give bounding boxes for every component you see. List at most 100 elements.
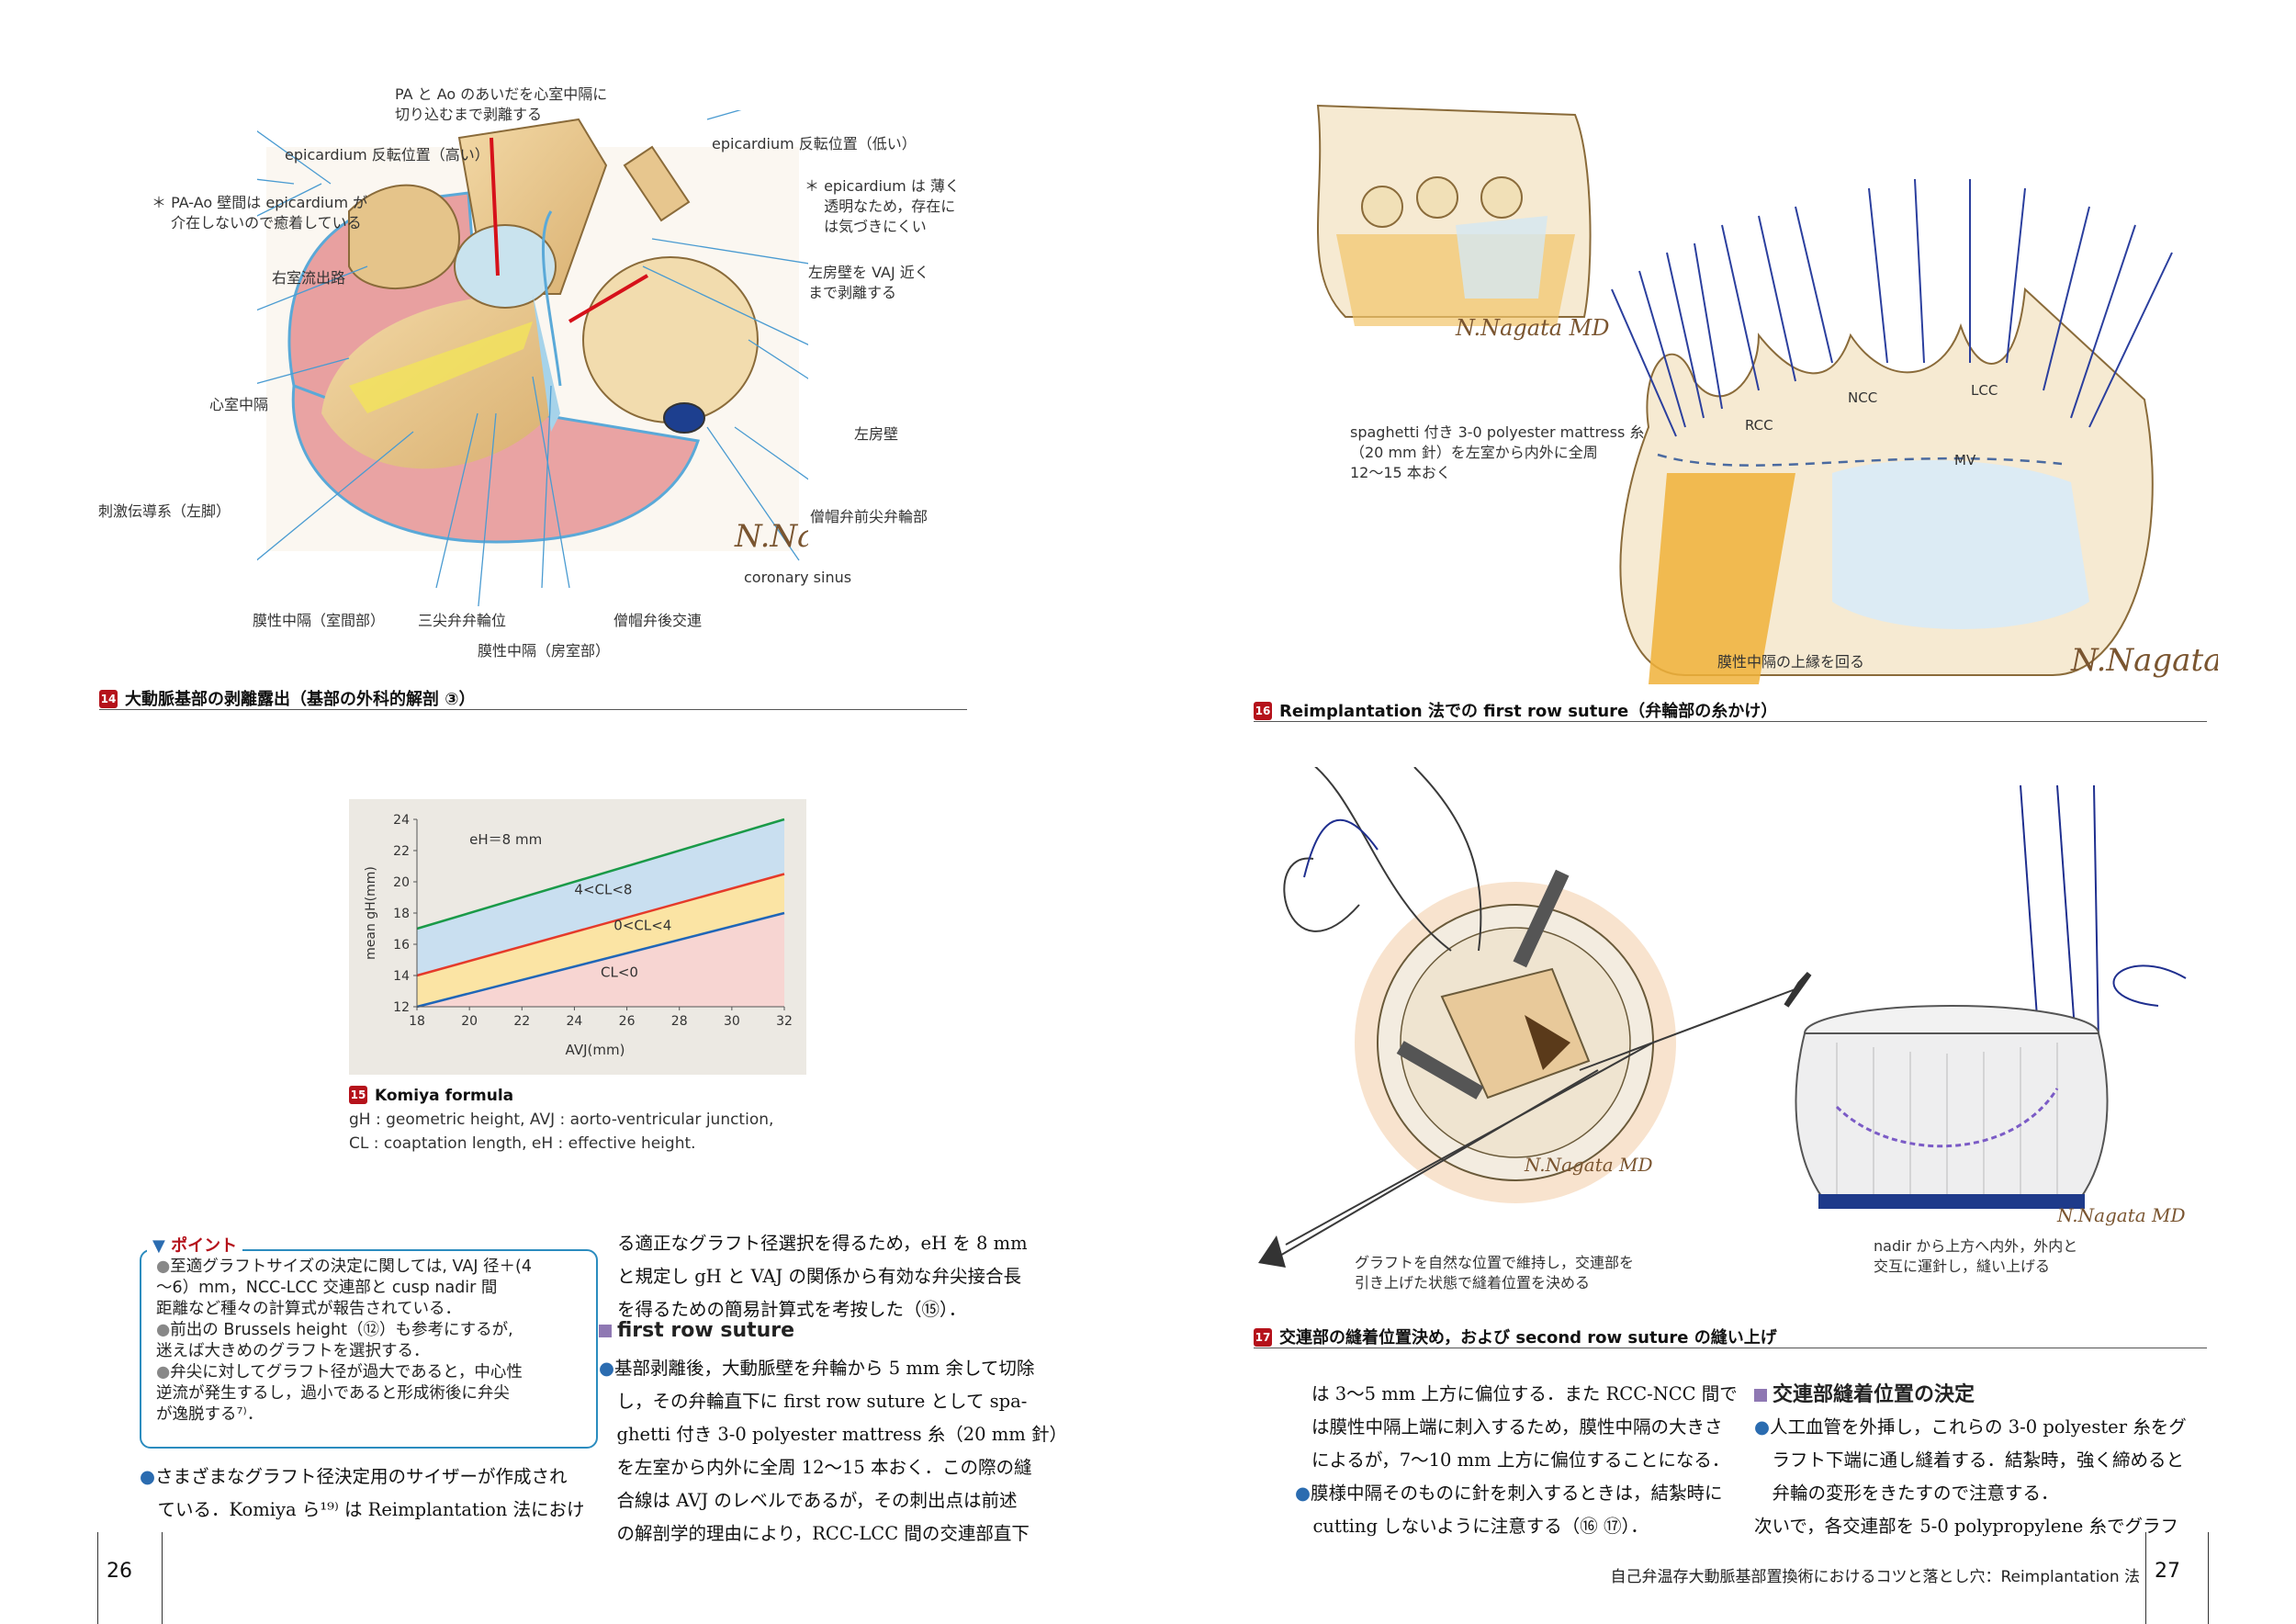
chart-series-line-2 [416, 911, 785, 1009]
label-pa-ao: PA と Ao のあいだを心室中隔に 切り込むまで剥離する [395, 85, 608, 123]
point-item-text: 至適グラフトサイズの決定に関しては, VAJ 径＋(4 〜6）mm，NCC-LC… [156, 1257, 533, 1318]
chart-x-tick-label: 30 [724, 1014, 740, 1029]
label-membranous-interventricular: 膜性中隔（室間部） [253, 612, 386, 629]
chart-y-tick-label: 12 [393, 1000, 410, 1015]
body-col3-bullet: ●膜様中隔そのものに針を刺入するときは，結紮時に cutting しないように注… [1295, 1483, 1723, 1537]
chart-y-tick-label: 20 [393, 875, 410, 890]
label-la-wall-vaj: 左房壁を VAJ 近く まで剥離する [808, 264, 929, 301]
body-col2-top: る適正なグラフト径選択を得るため，eH を 8 mm と規定し gH と VAJ… [617, 1233, 1028, 1320]
figure-14-caption: 14 大動脈基部の剥離露出（基部の外科的解剖 ③） [99, 686, 476, 710]
figure-16-signature-small: N.Nagata MD [1455, 315, 1609, 341]
label-mv: MV [1954, 452, 1976, 468]
label-rvot: 右室流出路 [272, 269, 346, 287]
point-triangle-icon: ▼ [152, 1236, 165, 1256]
chart-x-axis-label: AVJ(mm) [566, 1042, 625, 1058]
chart-annotation-cl-lt-0: CL<0 [601, 964, 638, 981]
label-rcc: RCC [1745, 417, 1773, 434]
chart-y-tick-label: 16 [393, 938, 410, 953]
label-epicardium-thin: ＊ epicardium は 薄く 透明なため，存在に は気づきにくい [805, 177, 960, 235]
heading-first-row-text: first row suture [617, 1319, 795, 1342]
heading-commissure-text: 交連部縫着位置の決定 [1773, 1383, 1975, 1406]
label-tricuspid-annulus: 三尖弁弁輪位 [418, 612, 507, 629]
label-pa-ao-wall: ＊ PA-Ao 壁間は epicardium が 介在しないので癒着している [152, 194, 368, 231]
label-epicardium-low: epicardium 反転位置（低い） [712, 135, 917, 152]
body-col3-bullet-text: 膜様中隔そのものに針を刺入するときは，結紮時に cutting しないように注意… [1311, 1483, 1723, 1537]
label-lcc: LCC [1971, 382, 1998, 399]
figure-16-caption-text: Reimplantation 法での first row suture（弁輪部の… [1279, 702, 1778, 721]
label-ivs: 心室中隔 [209, 396, 269, 413]
point-item: ●前出の Brussels height（⑫）も参考にするが, 迷えば大きめのグ… [156, 1321, 513, 1360]
figure-17-signature-left: N.Nagata MD [1524, 1154, 1653, 1176]
point-item-text: 前出の Brussels height（⑫）も参考にするが, 迷えば大きめのグラ… [156, 1321, 513, 1360]
figure-15-number: 15 [349, 1086, 367, 1104]
heading-commissure-position: 交連部縫着位置の決定 [1754, 1378, 1975, 1407]
figure-16-root-illustration: N.Nagata MD N.Nagata MD [1316, 104, 2218, 684]
point-item: ●至適グラフトサイズの決定に関しては, VAJ 径＋(4 〜6）mm，NCC-L… [156, 1257, 533, 1318]
chart-x-tick-label: 22 [513, 1014, 530, 1029]
chart-y-tick-label: 24 [393, 813, 410, 828]
body-col2: ●基部剥離後，大動脈壁を弁輪から 5 mm 余して切除 し，その弁輪直下に fi… [599, 1358, 1067, 1544]
label-epicardium-high: epicardium 反転位置（高い） [285, 146, 490, 164]
point-box-title: ▼ ポイント [147, 1233, 243, 1257]
chart-annotation-cl-0-4: 0<CL<4 [613, 918, 671, 934]
label-nadir-suture: nadir から上方へ内外，外内と 交互に運針し，縫い上げる [1874, 1237, 2078, 1275]
running-title: 自己弁温存大動脈基部置換術におけるコツと落とし穴：Reimplantation … [1610, 1568, 2140, 1586]
body-col2-text: 基部剥離後，大動脈壁を弁輪から 5 mm 余して切除 し，その弁輪直下に fir… [614, 1358, 1067, 1544]
body-col1-text: さまざまなグラフト径決定用のサイザーが作成され ている．Komiya ら¹⁹⁾ … [155, 1466, 585, 1520]
point-list: ●至適グラフトサイズの決定に関しては, VAJ 径＋(4 〜6）mm，NCC-L… [156, 1257, 588, 1426]
body-col1: ●さまざまなグラフト径決定用のサイザーが作成され ている．Komiya ら¹⁹⁾… [140, 1466, 585, 1520]
chart-x-tick-label: 18 [409, 1014, 425, 1029]
figure-15-caption: 15 Komiya formula [349, 1086, 513, 1105]
chart-y-tick-label: 14 [393, 969, 410, 984]
footer-rule-left-outer [97, 1532, 98, 1624]
label-coronary-sinus: coronary sinus [744, 569, 852, 586]
figure-14-heart-illustration: N.Nagata MD [257, 110, 808, 606]
figure-17-number: 17 [1254, 1328, 1272, 1347]
body-col3: は 3〜5 mm 上方に偏位する．また RCC-NCC 間で は膜性中隔上端に刺… [1311, 1383, 1738, 1471]
label-graft-natural-position: グラフトを自然な位置で維持し，交連部を 引き上げた状態で縫着位置を決める [1355, 1254, 1635, 1291]
chart-x-tick-label: 24 [567, 1014, 583, 1029]
figure-14-number: 14 [99, 690, 118, 708]
point-box [140, 1249, 598, 1449]
chart-y-axis-label: mean gH(mm) [364, 866, 378, 960]
figure-17-caption: 17 交連部の縫着位置決め，および second row suture の縫い上げ [1254, 1325, 1777, 1348]
figure-16-caption: 16 Reimplantation 法での first row suture（弁輪… [1254, 698, 1777, 722]
body-col4-text: 人工血管を外挿し，これらの 3-0 polyester 糸をグ ラフト下端に通し… [1754, 1416, 2187, 1537]
chart-x-tick-label: 20 [461, 1014, 478, 1029]
footer-rule-right-inner [2145, 1532, 2146, 1624]
label-ncc: NCC [1848, 389, 1878, 406]
heading-first-row-suture: first row suture [599, 1319, 794, 1342]
chart-annotation-eh: eH＝8 mm [469, 831, 542, 848]
figure-14-caption-text: 大動脈基部の剥離露出（基部の外科的解剖 ③） [125, 690, 476, 709]
point-item: ●弁尖に対してグラフト径が過大であると，中心性 逆流が発生するし，過小であると形… [156, 1363, 523, 1424]
chart-y-tick-label: 18 [393, 907, 410, 921]
label-conduction-system: 刺激伝導系（左脚） [98, 502, 231, 520]
footer-rule-right-outer [2208, 1532, 2209, 1624]
point-item-text: 弁尖に対してグラフト径が過大であると，中心性 逆流が発生するし，過小であると形成… [156, 1363, 523, 1424]
figure-17-commissure-illustration: N.Nagata MD N.Nagata MD [1258, 767, 2187, 1268]
chart-x-tick-label: 26 [619, 1014, 636, 1029]
figure-16-caption-rule [1254, 721, 2207, 722]
chart-series-line-1 [416, 873, 785, 977]
body-col4: ●人工血管を外挿し，これらの 3-0 polyester 糸をグ ラフト下端に通… [1754, 1416, 2187, 1537]
footer-rule-left-inner [162, 1532, 163, 1624]
chart-band-0 [417, 819, 784, 976]
label-membranous-av: 膜性中隔（房室部） [478, 642, 611, 660]
label-la-wall: 左房壁 [854, 425, 899, 443]
figure-15-caption-text: Komiya formula [375, 1087, 514, 1105]
figure-17-caption-text: 交連部の縫着位置決め，および second row suture の縫い上げ [1279, 1328, 1777, 1348]
chart-annotation-cl-4-8: 4<CL<8 [574, 882, 632, 898]
figure-14-caption-rule [99, 709, 967, 710]
figure-16-number: 16 [1254, 702, 1272, 720]
figure-16-signature: N.Nagata MD [2070, 642, 2218, 679]
page-number-right: 27 [2155, 1560, 2180, 1583]
page-number-left: 26 [107, 1560, 132, 1583]
label-mitral-posterior-commissure: 僧帽弁後交連 [613, 612, 703, 629]
figure-15-note-1: gH : geometric height, AVJ : aorto-ventr… [349, 1111, 774, 1129]
label-spaghetti-suture: spaghetti 付き 3-0 polyester mattress 糸 （2… [1350, 423, 1645, 481]
chart-band-1 [417, 874, 784, 1007]
chart-x-tick-label: 28 [671, 1014, 688, 1029]
figure-17-signature-right: N.Nagata MD [2056, 1204, 2186, 1226]
point-title-text: ポイント [171, 1236, 238, 1256]
